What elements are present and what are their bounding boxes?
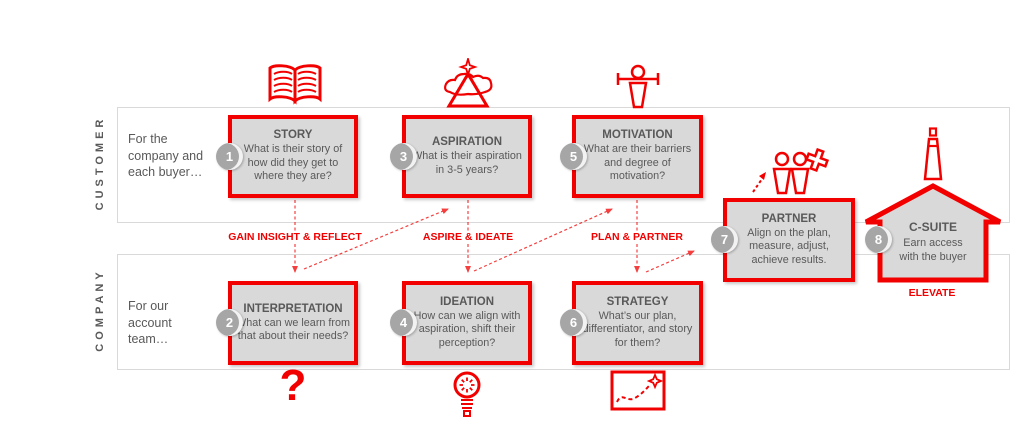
arrow-interpretation-to-aspiration bbox=[303, 208, 449, 270]
step-desc: What is their aspiration in 3-5 years? bbox=[412, 150, 522, 176]
step-title: MOTIVATION bbox=[602, 129, 673, 142]
phase-label-aspire-ideate: ASPIRE & IDEATE bbox=[419, 231, 517, 243]
step-desc: Align on the plan, measure, adjust, achi… bbox=[747, 226, 831, 266]
step-box-interpretation: INTERPRETATION What can we learn from th… bbox=[228, 281, 358, 365]
step-number-badge-7: 7 bbox=[711, 226, 738, 253]
lightbulb-icon bbox=[453, 371, 481, 417]
weightlifter-icon bbox=[616, 64, 660, 109]
step-desc: What’s our plan, differentiator, and sto… bbox=[582, 309, 693, 349]
step-number-badge-4: 4 bbox=[390, 309, 417, 336]
step-number-badge-6: 6 bbox=[560, 309, 587, 336]
phase-label-elevate: ELEVATE bbox=[908, 287, 956, 299]
company-lane-label: COMPANY bbox=[94, 268, 106, 352]
company-lane-intro: For our account team… bbox=[128, 299, 172, 346]
step-title: ASPIRATION bbox=[431, 136, 503, 149]
step-box-aspiration: ASPIRATION What is their aspiration in 3… bbox=[402, 115, 532, 198]
step-title: IDEATION bbox=[439, 295, 495, 308]
customer-lane-intro: For the company and each buyer… bbox=[128, 132, 204, 179]
step-box-partner: PARTNER Align on the plan, measure, adju… bbox=[723, 198, 855, 282]
step-number-badge-1: 1 bbox=[216, 143, 243, 170]
step-box-strategy: STRATEGY What’s our plan, differentiator… bbox=[572, 281, 703, 365]
open-book-icon bbox=[268, 64, 322, 105]
mountain-peak-icon bbox=[444, 58, 493, 108]
step-box-motivation: MOTIVATION What are their barriers and d… bbox=[572, 115, 703, 198]
chimney-tower-icon bbox=[923, 127, 943, 181]
arrow-strategy-to-partner bbox=[645, 250, 695, 273]
partnership-icon bbox=[752, 148, 830, 195]
step-desc: What is their story of how did they get … bbox=[243, 143, 343, 183]
step-title: INTERPRETATION bbox=[243, 302, 343, 315]
step-box-ideation: IDEATION How can we align with aspiratio… bbox=[402, 281, 532, 365]
step-title: STORY bbox=[273, 129, 313, 142]
phase-label-plan-partner: PLAN & PARTNER bbox=[588, 231, 686, 243]
step-title: PARTNER bbox=[761, 212, 817, 225]
step-number-badge-8: 8 bbox=[865, 226, 892, 253]
map-route-icon bbox=[610, 370, 666, 411]
question-mark-icon: ? bbox=[279, 361, 307, 410]
step-desc: What are their barriers and degree of mo… bbox=[583, 143, 692, 183]
phase-label-gain-insight: GAIN INSIGHT & REFLECT bbox=[225, 231, 365, 243]
step-title: C-SUITE bbox=[909, 220, 957, 234]
step-number-badge-3: 3 bbox=[390, 143, 417, 170]
customer-lane-label: CUSTOMER bbox=[94, 115, 106, 211]
step-desc: How can we align with aspiration, shift … bbox=[413, 309, 521, 349]
step-number-badge-5: 5 bbox=[560, 143, 587, 170]
step-number-badge-2: 2 bbox=[216, 309, 243, 336]
step-desc: Earn access with the buyer bbox=[899, 237, 967, 264]
step-box-story: STORY What is their story of how did the… bbox=[228, 115, 358, 198]
step-desc: What can we learn from that about their … bbox=[236, 316, 351, 342]
step-title: STRATEGY bbox=[606, 295, 669, 308]
